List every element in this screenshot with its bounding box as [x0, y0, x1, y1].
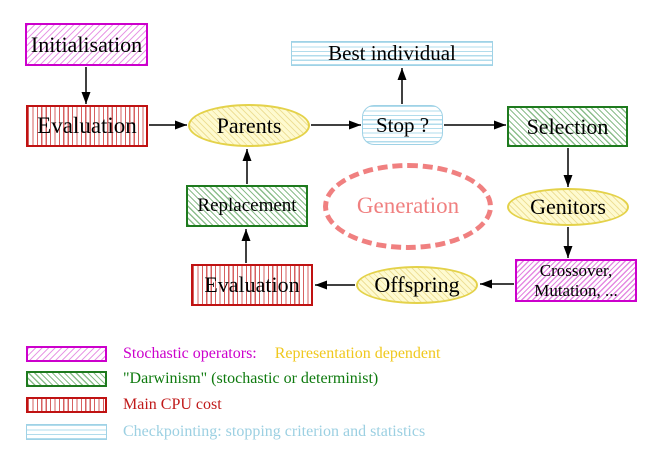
node-crossover-mutation-label: Crossover, Mutation, ... [534, 260, 618, 300]
legend-label-representation-dependent: Representation dependent [274, 345, 441, 362]
node-genitors: Genitors [507, 188, 629, 226]
node-stop: Stop ? [362, 105, 443, 145]
node-selection-label: Selection [526, 113, 609, 139]
node-selection: Selection [507, 106, 628, 147]
legend-item-darwinism: "Darwinism" (stochastic or determinist) [123, 370, 378, 388]
legend-label-checkpointing: Checkpointing: stopping criterion and st… [123, 423, 426, 440]
node-genitors-label: Genitors [530, 194, 606, 220]
legend-swatch-darwinism [26, 371, 107, 387]
node-evaluation-top-label: Evaluation [37, 112, 137, 138]
legend-label-darwinism: "Darwinism" (stochastic or determinist) [123, 370, 379, 387]
node-replacement: Replacement [186, 185, 308, 227]
legend-item-stochastic-operators: Stochastic operators: Representation dep… [123, 345, 440, 363]
node-evaluation-bottom: Evaluation [191, 264, 313, 306]
node-generation-label: Generation [356, 193, 460, 219]
node-evaluation-bottom-label: Evaluation [204, 272, 300, 298]
node-crossover-mutation: Crossover, Mutation, ... [515, 259, 637, 302]
node-offspring: Offspring [356, 266, 478, 304]
node-replacement-label: Replacement [197, 195, 297, 217]
legend-item-main-cpu-cost: Main CPU cost [123, 396, 222, 414]
node-offspring-label: Offspring [374, 272, 460, 298]
legend-swatch-main-cpu-cost [26, 397, 107, 413]
node-parents-label: Parents [216, 112, 282, 138]
node-initialisation: Initialisation [25, 23, 148, 66]
node-stop-label: Stop ? [375, 112, 430, 137]
node-parents: Parents [188, 104, 310, 147]
node-initialisation-label: Initialisation [30, 31, 143, 57]
legend-label-stochastic-operators: Stochastic operators: [123, 345, 257, 362]
legend-swatch-checkpointing [26, 424, 107, 440]
node-best-individual: Best individual [291, 41, 493, 66]
legend-label-main-cpu-cost: Main CPU cost [123, 396, 222, 413]
node-generation-loop: Generation [323, 163, 493, 250]
node-best-individual-label: Best individual [328, 41, 456, 66]
node-evaluation-top: Evaluation [26, 105, 148, 147]
legend-swatch-stochastic-operators [26, 346, 107, 362]
legend-item-checkpointing: Checkpointing: stopping criterion and st… [123, 423, 425, 441]
